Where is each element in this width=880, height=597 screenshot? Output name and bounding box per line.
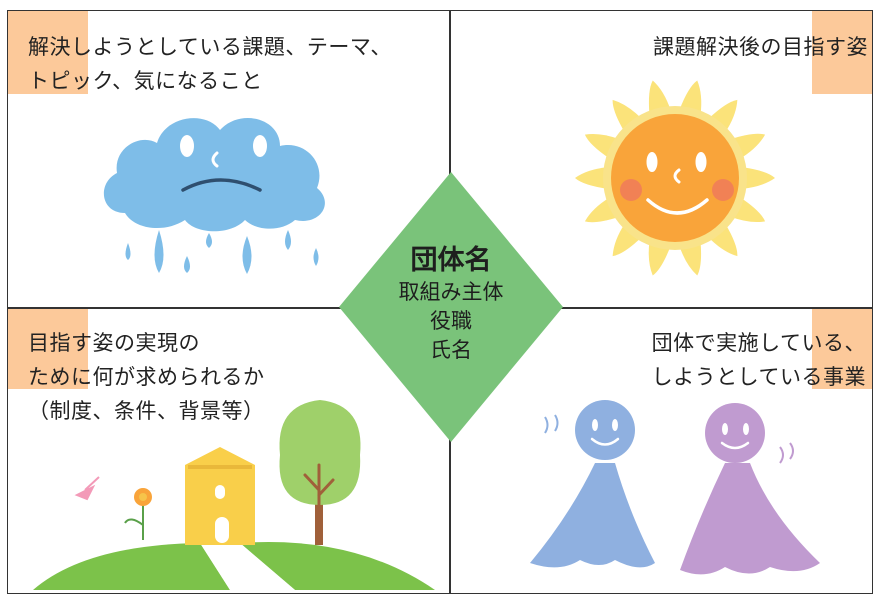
rain-cloud-icon <box>103 118 325 274</box>
tab-top-right <box>812 11 872 94</box>
tab-bottom-right <box>812 309 872 389</box>
bottom-left-line-1: 目指す姿の実現の <box>28 331 200 355</box>
bottom-right-text: 団体で実施している、 しようとしている事業 <box>652 326 866 394</box>
bottom-left-line-2: ために何が求められるか <box>28 365 265 389</box>
top-right-line-1: 課題解決後の目指す姿 <box>653 35 868 59</box>
sun-ray <box>742 167 775 189</box>
town-landscape-icon <box>33 400 435 590</box>
bottom-right-line-2: しようとしている事業 <box>651 365 866 389</box>
tab-top-left <box>8 11 88 94</box>
center-label: 団体名 取組み主体 役職 氏名 <box>339 244 563 365</box>
top-left-line-2: トピック、気になること <box>28 69 263 93</box>
sun-ray <box>679 241 702 276</box>
center-title: 団体名 <box>410 245 492 276</box>
sun-ray <box>679 80 702 115</box>
center-diamond <box>339 172 563 442</box>
teru-teru-bozu-icon <box>530 400 820 575</box>
bottom-right-line-1: 団体で実施している、 <box>651 331 866 355</box>
top-left-text: 解決しようとしている課題、テーマ、 トピック、気になること <box>28 30 392 98</box>
top-right-text: 課題解決後の目指す姿 <box>653 30 868 64</box>
outer-frame <box>7 10 873 594</box>
center-line-2: 役職 <box>430 309 472 333</box>
center-line-1: 取組み主体 <box>398 280 504 304</box>
sun-ray <box>648 80 671 115</box>
sun-ray <box>575 167 608 189</box>
sun-ray <box>648 241 671 276</box>
top-left-line-1: 解決しようとしている課題、テーマ、 <box>28 35 392 59</box>
sun-icon <box>575 80 775 276</box>
bottom-left-line-3: （制度、条件、背景等） <box>28 399 265 423</box>
center-line-3: 氏名 <box>430 338 472 362</box>
bottom-left-text: 目指す姿の実現の ために何が求められるか （制度、条件、背景等） <box>28 326 265 428</box>
tab-bottom-left <box>8 309 88 389</box>
